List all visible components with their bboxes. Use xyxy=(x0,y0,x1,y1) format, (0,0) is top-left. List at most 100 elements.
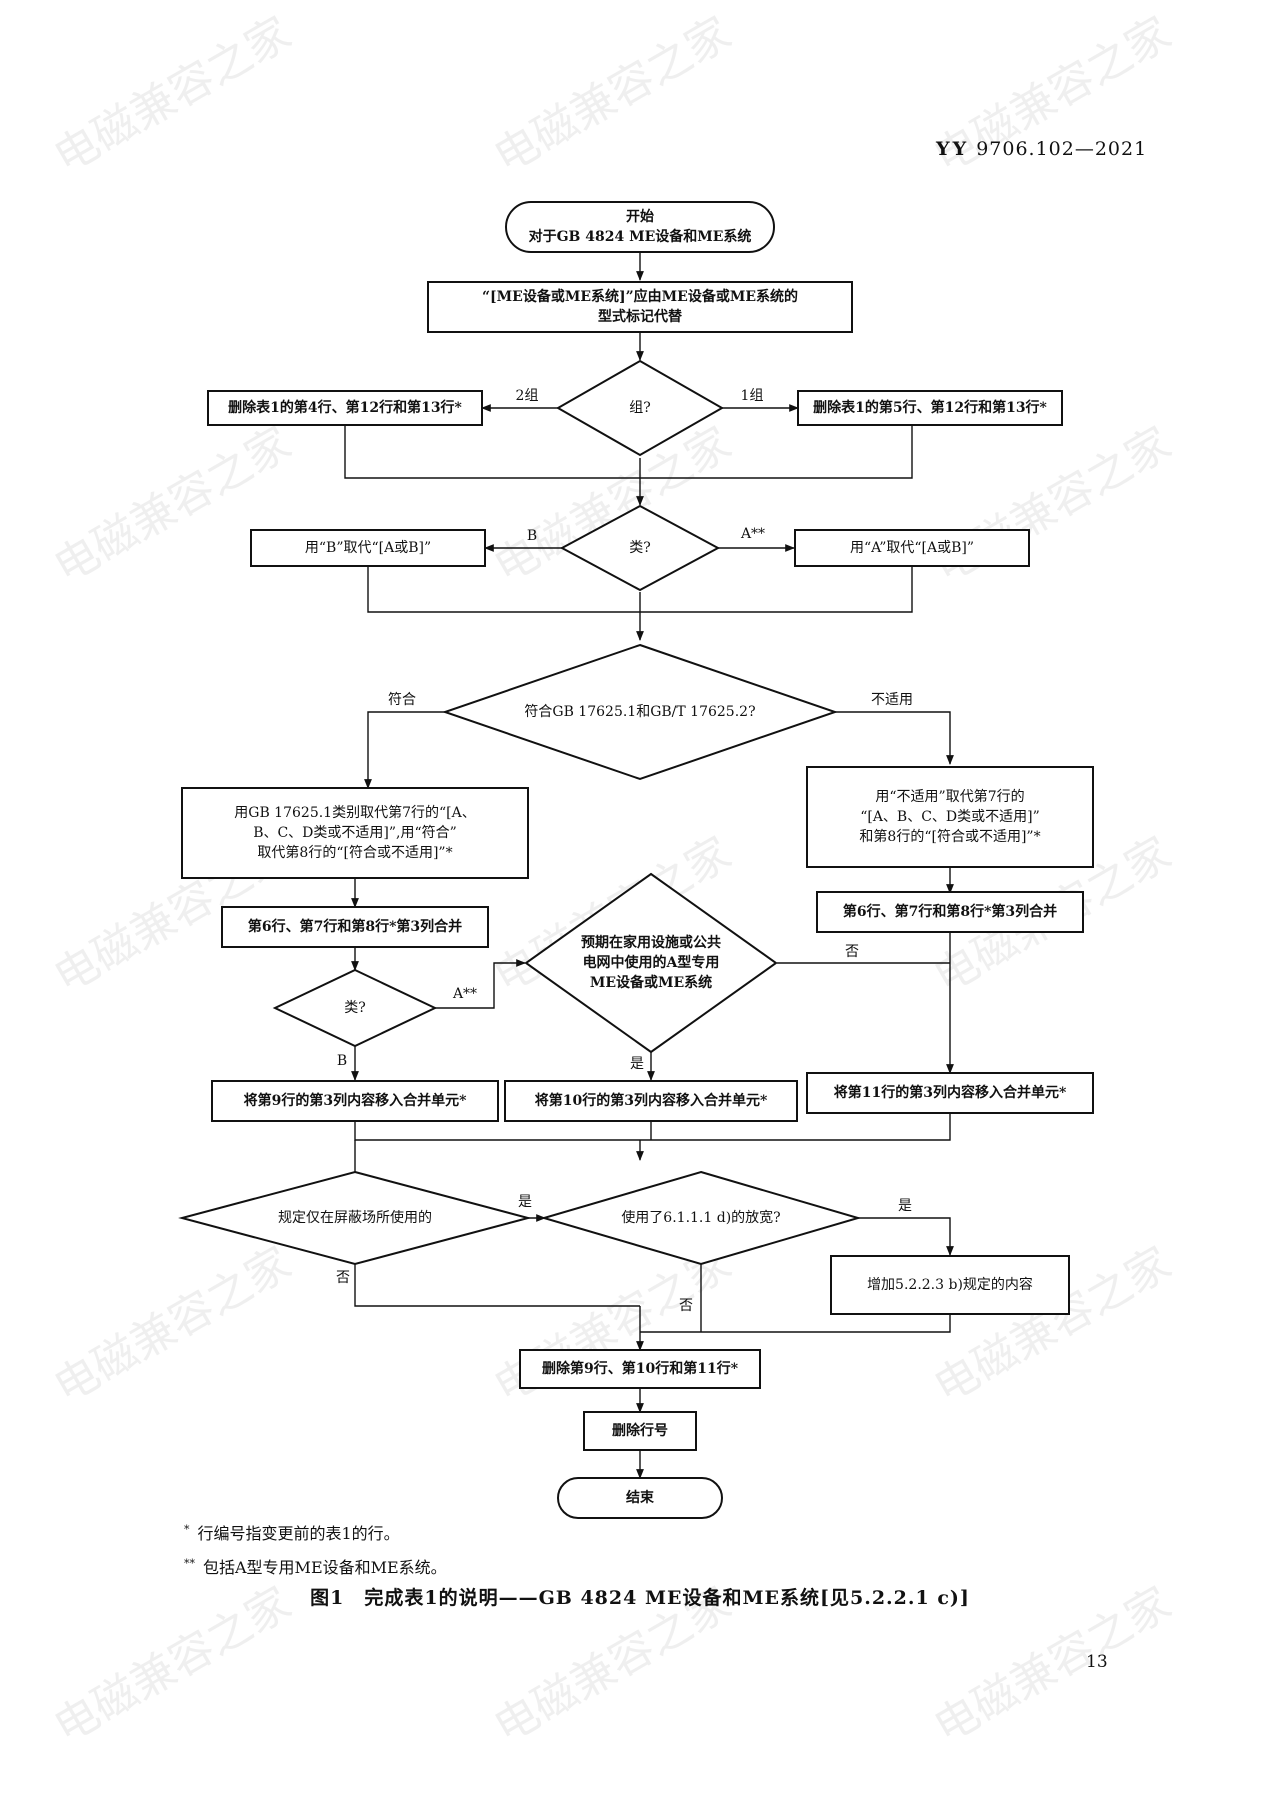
flow-node-label: ME设备或ME系统 xyxy=(590,974,712,991)
flow-node-class-q2: 类? xyxy=(272,968,438,1048)
edge-label-relax-no: 否 xyxy=(679,1298,693,1314)
flow-node-label: 规定仅在屏蔽场所使用的 xyxy=(278,1209,432,1226)
flow-node-shape xyxy=(583,1411,697,1451)
flow-node-shape xyxy=(540,1170,862,1266)
footnote-mark: ** xyxy=(184,1556,195,1570)
flow-node-merge-left: 第6行、第7行和第8行*第3列合并 xyxy=(221,906,489,948)
flow-node-shape xyxy=(806,1072,1094,1114)
flow-node-label: 用“B”取代“[A或B]” xyxy=(305,540,431,556)
edge-label-class-a1: A** xyxy=(740,526,765,542)
flow-node-use-b: 用“B”取代“[A或B]” xyxy=(250,529,486,567)
flow-node-shape xyxy=(519,1349,761,1389)
flow-node-delete-rows: 删除第9行、第10行和第11行* xyxy=(519,1349,761,1389)
flow-node-label: B、C、D类或不适用]”,用“符合” xyxy=(253,825,457,841)
edge-label-intended-no: 否 xyxy=(845,944,859,960)
flow-node-move-row11: 将第11行的第3列内容移入合并单元* xyxy=(806,1072,1094,1114)
flow-node-relax-q: 使用了6.1.1.1 d)的放宽? xyxy=(540,1170,862,1266)
flow-node-shape xyxy=(272,968,438,1048)
flow-node-shape xyxy=(207,390,483,426)
flow-node-label: 增加5.2.2.3 b)规定的内容 xyxy=(867,1276,1033,1293)
flow-node-comply-q: 符合GB 17625.1和GB/T 17625.2? xyxy=(441,643,839,781)
flow-node-shape xyxy=(505,201,775,253)
flow-node-class-q1: 类? xyxy=(559,504,721,592)
flow-node-label: 用“不适用”取代第7行的 xyxy=(875,788,1024,805)
flow-node-label: 组? xyxy=(629,400,651,416)
page-number: 13 xyxy=(1086,1652,1108,1672)
edge-label-class-b1: B xyxy=(527,528,537,544)
flow-node-label: 将第10行的第3列内容移入合并单元* xyxy=(535,1092,768,1109)
edge-label-comply: 符合 xyxy=(388,692,416,708)
flow-node-label: 符合GB 17625.1和GB/T 17625.2? xyxy=(524,704,755,720)
edge-label-shield-no: 否 xyxy=(336,1270,350,1286)
flow-node-label: 用“A”取代“[A或B]” xyxy=(850,540,974,556)
document-number: 9706.102—2021 xyxy=(976,138,1148,160)
edge-label-relax-yes: 是 xyxy=(898,1198,912,1214)
edge-label-intended-yes: 是 xyxy=(630,1056,644,1072)
flow-node-del-group2: 删除表1的第4行、第12行和第13行* xyxy=(207,390,483,426)
flow-node-move-row10: 将第10行的第3列内容移入合并单元* xyxy=(504,1080,798,1122)
edge-label-shield-yes: 是 xyxy=(518,1194,532,1210)
footnote-text: 行编号指变更前的表1的行。 xyxy=(197,1524,400,1543)
flow-node-shape xyxy=(427,281,853,333)
flow-node-end: 结束 xyxy=(557,1477,723,1519)
flow-node-shape xyxy=(816,891,1084,933)
flow-node-merge-right: 第6行、第7行和第8行*第3列合并 xyxy=(816,891,1084,933)
flow-node-label: 使用了6.1.1.1 d)的放宽? xyxy=(621,1209,780,1226)
flow-node-use-a: 用“A”取代“[A或B]” xyxy=(794,529,1030,567)
flow-node-label: 将第9行的第3列内容移入合并单元* xyxy=(244,1092,467,1109)
flow-node-shape xyxy=(830,1255,1070,1315)
flow-node-shape xyxy=(250,529,486,567)
flow-node-use-class: 用GB 17625.1类别取代第7行的“[A、 B、C、D类或不适用]”,用“符合… xyxy=(181,787,529,879)
footnote-text: 包括A型专用ME设备和ME系统。 xyxy=(203,1558,447,1577)
flow-node-shape xyxy=(794,529,1030,567)
flow-node-del-group1: 删除表1的第5行、第12行和第13行* xyxy=(797,390,1063,426)
flow-node-label: 删除表1的第4行、第12行和第13行* xyxy=(228,399,462,416)
footnote: ** 包括A型专用ME设备和ME系统。 xyxy=(184,1554,447,1578)
flow-node-label: 取代第8行的“[符合或不适用]”* xyxy=(257,844,452,861)
footnote-mark: * xyxy=(184,1522,190,1536)
flow-node-shape xyxy=(555,359,725,457)
flow-node-shape xyxy=(178,1170,532,1266)
flow-node-label: 删除行号 xyxy=(612,1422,668,1439)
flow-node-label: 开始 xyxy=(626,208,654,225)
flow-node-shape xyxy=(504,1080,798,1122)
flow-node-shape xyxy=(221,906,489,948)
flow-node-label: 类? xyxy=(629,540,651,556)
flow-node-label: 删除第9行、第10行和第11行* xyxy=(542,1360,739,1377)
edge-label-class-b2: B xyxy=(337,1053,347,1069)
flow-node-shape xyxy=(797,390,1063,426)
edge-label-group2: 2组 xyxy=(516,388,539,404)
edge-label-group1: 1组 xyxy=(741,388,764,404)
flow-node-shape xyxy=(557,1477,723,1519)
flow-node-label: “[ME设备或ME系统]”应由ME设备或ME系统的 xyxy=(482,288,798,305)
flow-node-shape xyxy=(441,643,839,781)
flow-node-delete-numbers: 删除行号 xyxy=(583,1411,697,1451)
flow-node-move-row9: 将第9行的第3列内容移入合并单元* xyxy=(211,1080,499,1122)
footnote: * 行编号指变更前的表1的行。 xyxy=(184,1520,400,1544)
edge-label-class-a2: A** xyxy=(452,986,477,1002)
flow-node-label: 删除表1的第5行、第12行和第13行* xyxy=(813,399,1047,416)
flow-node-shield-q: 规定仅在屏蔽场所使用的 xyxy=(178,1170,532,1266)
flow-node-label: 类? xyxy=(344,1000,366,1016)
flow-node-label: “[A、B、C、D类或不适用]” xyxy=(860,809,1040,825)
flow-node-label: 和第8行的“[符合或不适用]”* xyxy=(859,828,1040,845)
flow-node-use-na: 用“不适用”取代第7行的 “[A、B、C、D类或不适用]” 和第8行的“[符合或不适… xyxy=(806,766,1094,868)
flow-node-shape xyxy=(181,787,529,879)
flow-node-label: 将第11行的第3列内容移入合并单元* xyxy=(834,1084,1067,1101)
flow-node-label: 型式标记代替 xyxy=(598,308,683,325)
flow-node-shape xyxy=(559,504,721,592)
document-prefix: YY xyxy=(936,138,970,160)
flow-node-label: 预期在家用设施或公共 xyxy=(581,934,721,951)
document-id: YY 9706.102—2021 xyxy=(936,138,1147,160)
flow-node-shape xyxy=(211,1080,499,1122)
flow-node-label: 第6行、第7行和第8行*第3列合并 xyxy=(248,918,462,935)
flow-node-label: 用GB 17625.1类别取代第7行的“[A、 xyxy=(234,804,475,821)
flow-node-label: 第6行、第7行和第8行*第3列合并 xyxy=(843,903,1057,920)
flow-node-label: 结束 xyxy=(626,1489,655,1506)
flow-node-label: 电网中使用的A型专用 xyxy=(583,954,720,971)
edge-label-not-applicable: 不适用 xyxy=(871,692,913,708)
